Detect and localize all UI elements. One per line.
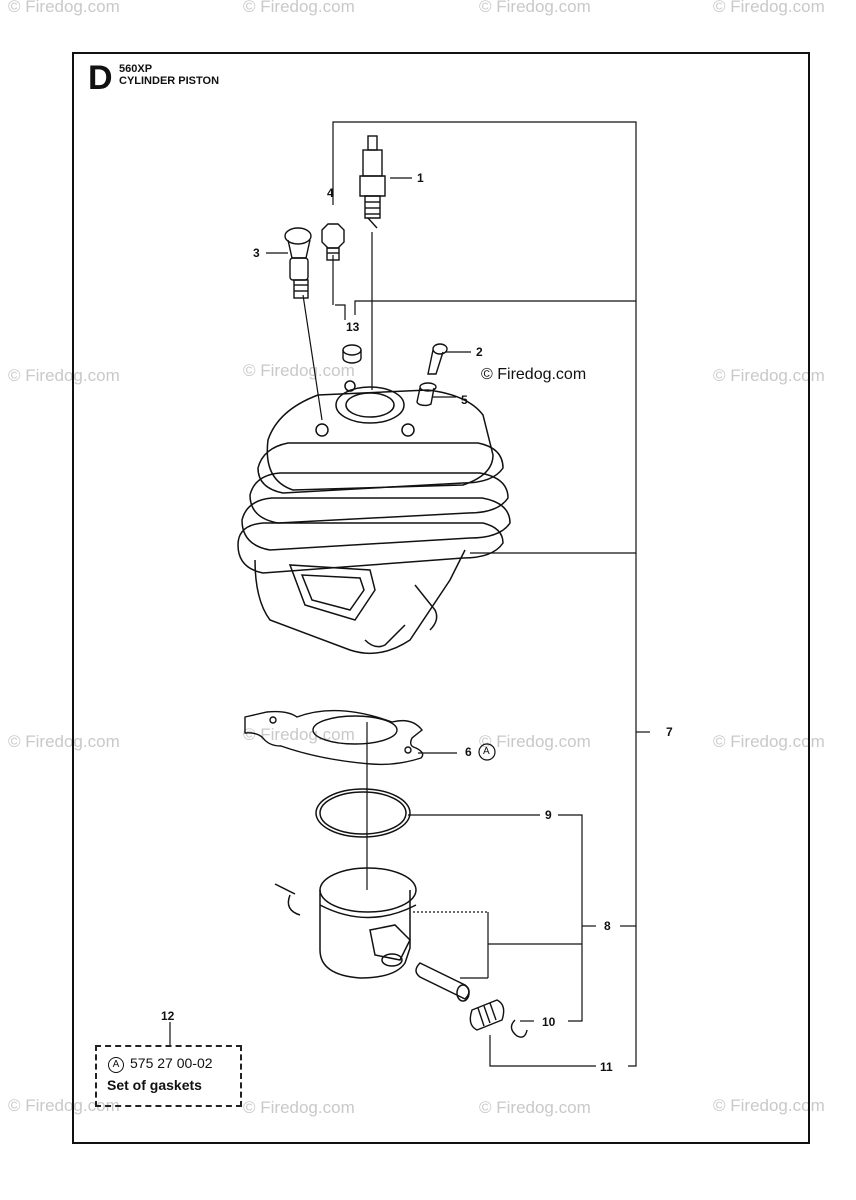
callout-10: 10 <box>542 1015 556 1029</box>
watermark: © Firedog.com <box>479 732 591 751</box>
spacer <box>416 382 437 407</box>
cylinder-gasket <box>244 709 424 766</box>
watermark: © Firedog.com <box>8 732 120 751</box>
callout-3: 3 <box>253 246 260 260</box>
gasket-set-part-number: 575 27 00-02 <box>130 1055 213 1071</box>
plug-part <box>321 223 345 261</box>
watermark: © Firedog.com <box>713 366 825 385</box>
decompression-valve <box>284 227 312 299</box>
washer <box>342 344 362 364</box>
watermark: © Firedog.com <box>479 0 591 16</box>
callout-7: 7 <box>666 725 673 739</box>
gasket-set-symbol <box>478 743 496 761</box>
callout-12: 12 <box>161 1009 175 1023</box>
callout-2: 2 <box>476 345 483 359</box>
callout-8: 8 <box>604 919 611 933</box>
watermark: © Firedog.com <box>713 0 825 16</box>
piston-pin <box>415 962 470 1002</box>
callout-9: 9 <box>545 808 552 822</box>
watermark: © Firedog.com <box>8 0 120 16</box>
gasket-set-symbol: A <box>108 1057 124 1073</box>
diagram-title: CYLINDER PISTON <box>119 75 220 87</box>
screw <box>427 343 448 375</box>
needle-bearing <box>469 999 505 1031</box>
gasket-set-label: Set of gaskets <box>107 1077 202 1093</box>
section-letter: D <box>88 59 113 97</box>
piston <box>274 867 417 979</box>
callout-5: 5 <box>461 393 468 407</box>
callout-6: 6 <box>465 745 472 759</box>
watermark: © Firedog.com <box>243 0 355 16</box>
callout-1: 1 <box>417 171 424 185</box>
callout-6-symbol: A <box>483 746 490 757</box>
callout-13: 13 <box>346 320 360 334</box>
diagram-frame <box>72 52 810 1144</box>
watermark: © Firedog.com <box>713 1096 825 1115</box>
gasket-set-part-number-line: A 575 27 00-02 <box>108 1055 213 1073</box>
spark-plug <box>359 135 386 229</box>
callout-4: 4 <box>327 186 334 200</box>
watermark: © Firedog.com <box>243 1098 355 1117</box>
watermark: © Firedog.com <box>713 732 825 751</box>
watermark: © Firedog.com <box>8 366 120 385</box>
gasket-set-box: A 575 27 00-02 Set of gaskets <box>95 1045 242 1107</box>
watermark: © Firedog.com <box>479 1098 591 1117</box>
watermark: © Firedog.com <box>8 1096 120 1115</box>
copyright-notice: © Firedog.com <box>481 366 587 383</box>
watermark: © Firedog.com <box>243 725 355 744</box>
callout-11: 11 <box>600 1060 613 1074</box>
leader-lines <box>169 121 650 1067</box>
cylinder <box>237 380 511 655</box>
model-name: 560XP <box>119 63 153 75</box>
watermark: © Firedog.com <box>243 361 355 380</box>
circlip <box>510 1019 528 1038</box>
piston-ring <box>315 788 411 838</box>
